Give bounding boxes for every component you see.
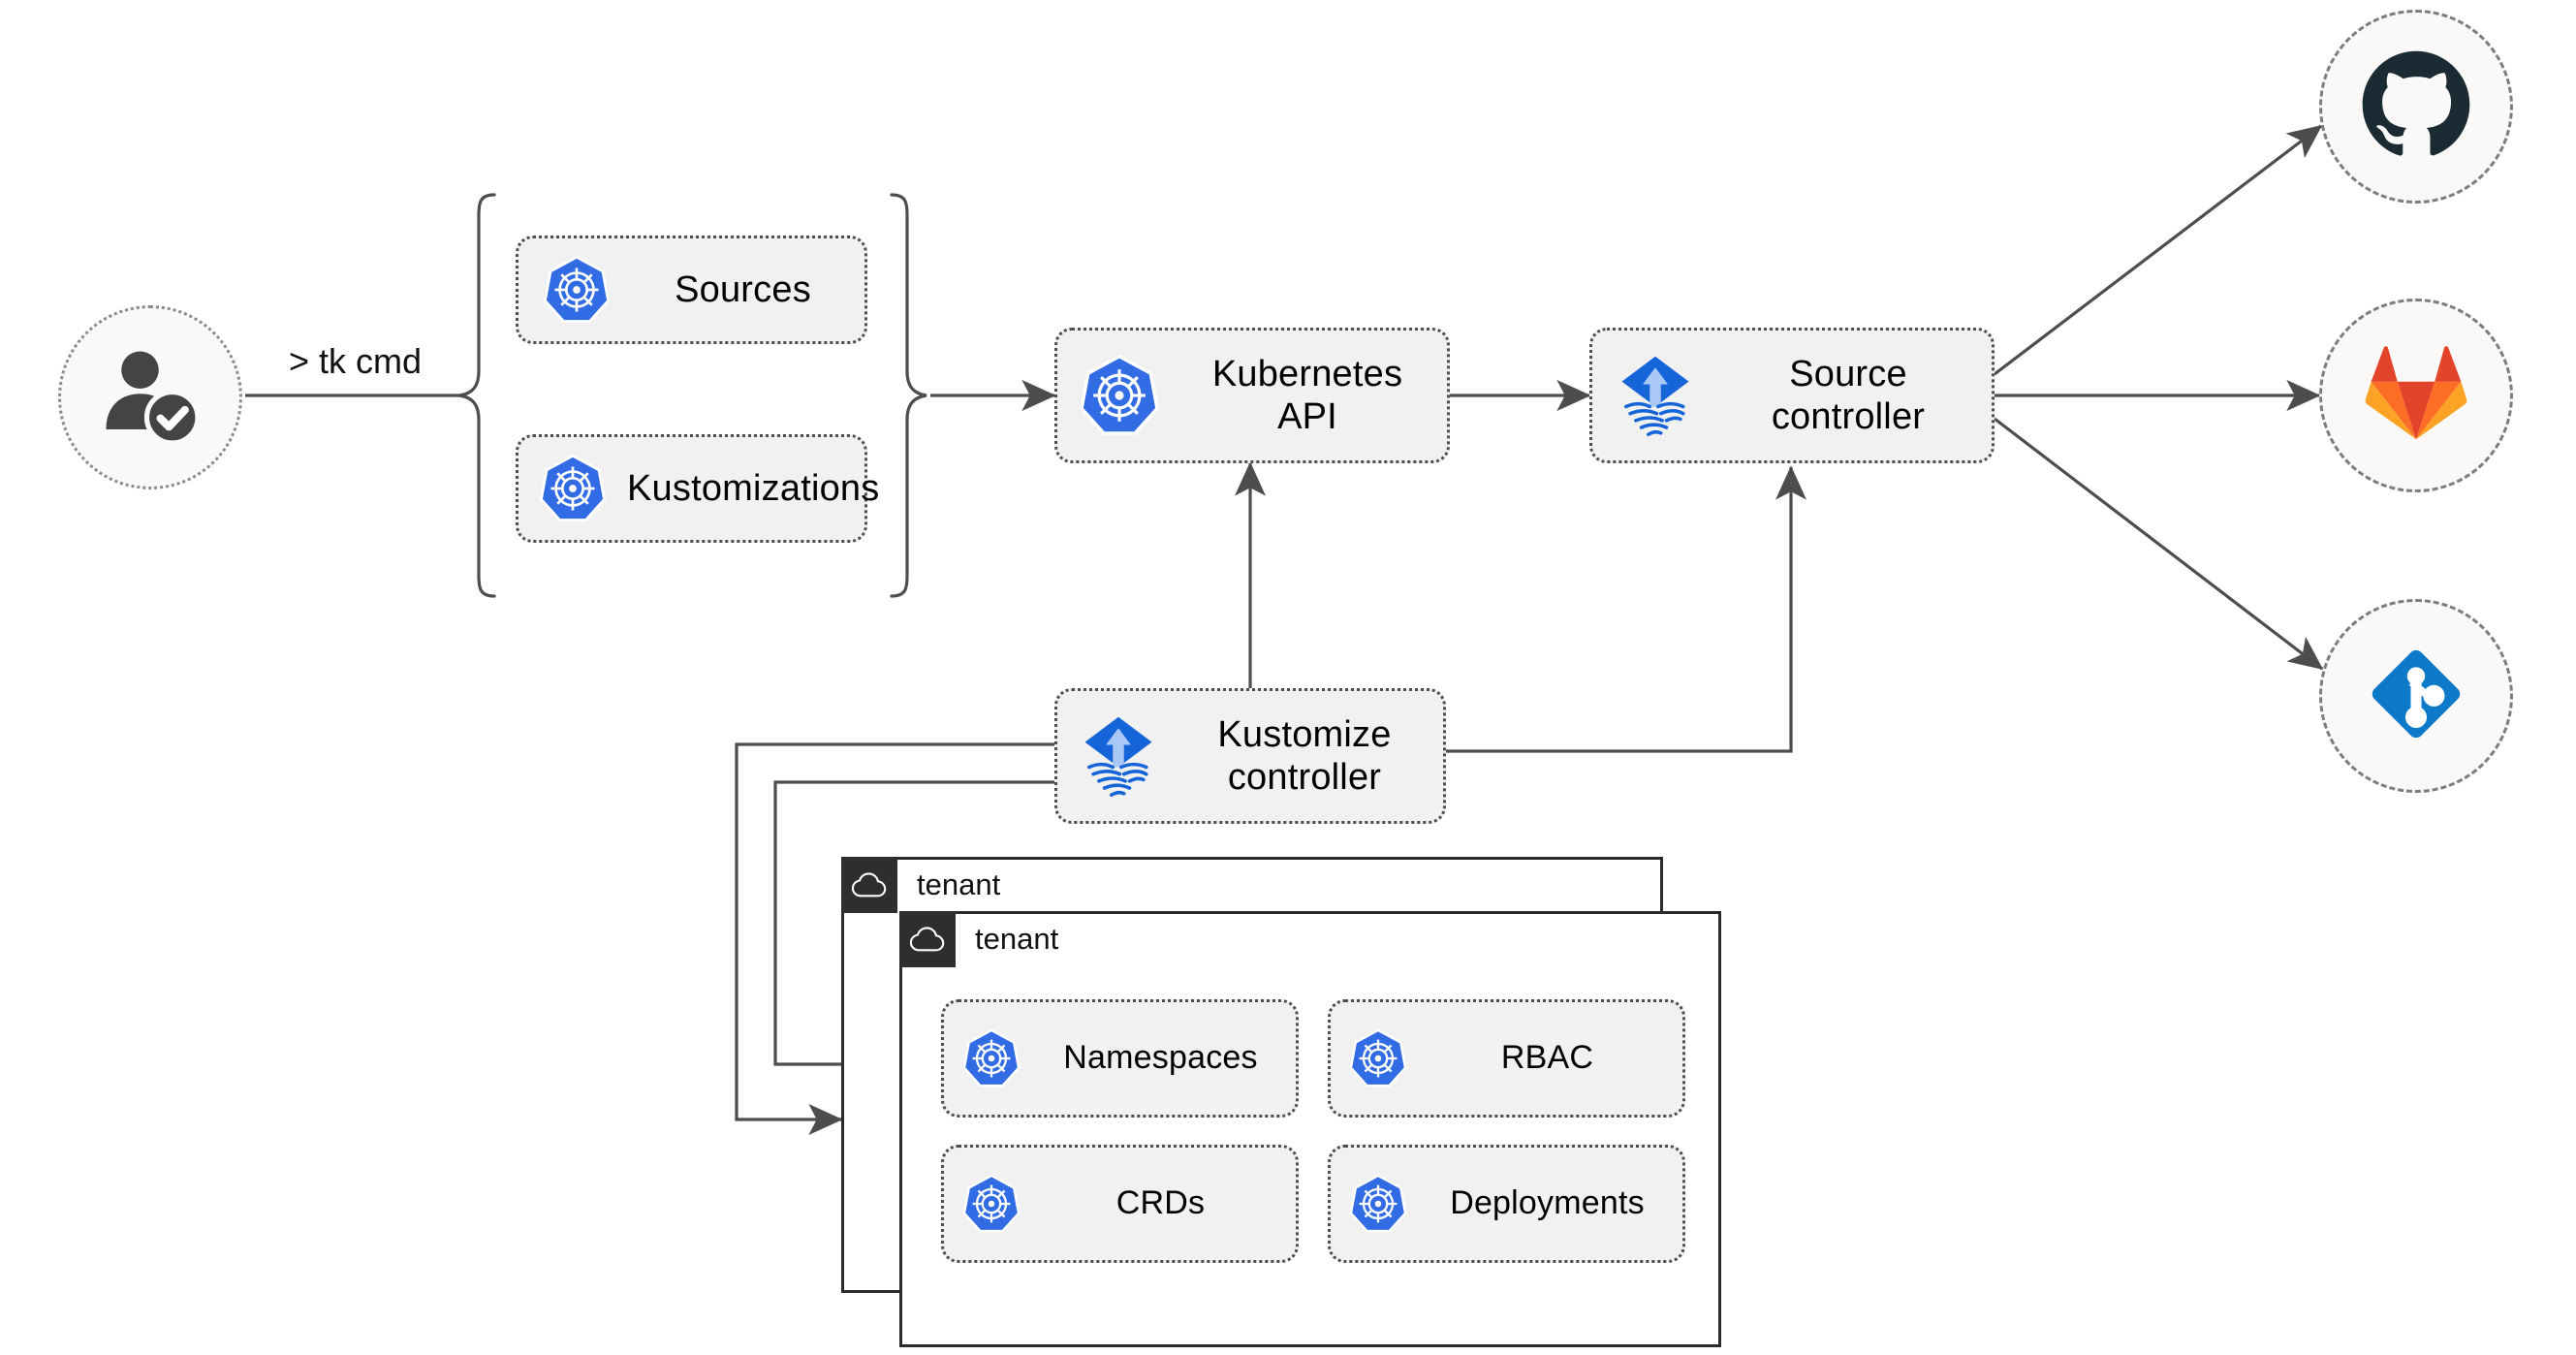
tenant-label: tenant xyxy=(975,922,1059,956)
tenant-resource-crds[interactable]: CRDs xyxy=(941,1145,1299,1263)
node-label: Source controller xyxy=(1718,353,1992,438)
node-kubernetes-api[interactable]: Kubernetes API xyxy=(1054,328,1450,463)
tenant-resource-grid: Namespaces xyxy=(941,999,1685,1263)
kubernetes-icon xyxy=(1331,1174,1426,1234)
kubernetes-icon xyxy=(1057,354,1181,437)
tenant-resource-rbac[interactable]: RBAC xyxy=(1328,999,1685,1118)
git-icon xyxy=(2359,637,2473,756)
user-check-icon xyxy=(96,341,204,455)
flux-icon xyxy=(1057,711,1179,801)
resource-label: Sources xyxy=(675,268,811,310)
wire-source-to-github xyxy=(1994,124,2323,376)
kubernetes-icon xyxy=(944,1028,1039,1088)
node-source-controller[interactable]: Source controller xyxy=(1589,328,1995,463)
cloud-icon xyxy=(841,857,897,913)
node-label-line2: controller xyxy=(1771,396,1926,437)
tenant-label: tenant xyxy=(917,867,1001,901)
tenant-resource-namespaces[interactable]: Namespaces xyxy=(941,999,1299,1118)
node-kustomize-controller[interactable]: Kustomize controller xyxy=(1054,688,1446,824)
tenant-resource-label: Namespaces xyxy=(1063,1039,1258,1077)
tenant-header: tenant xyxy=(899,911,1058,967)
tenant-header: tenant xyxy=(841,857,1000,913)
resource-card-kustomizations[interactable]: Kustomizations xyxy=(516,434,879,543)
node-label-line2: controller xyxy=(1227,757,1382,798)
flux-icon xyxy=(1592,351,1718,440)
resource-card-sources[interactable]: Sources xyxy=(516,236,867,344)
resource-group-brace-left xyxy=(456,192,496,599)
resource-group-brace-right xyxy=(890,192,930,599)
tenant-resource-label: Deployments xyxy=(1450,1184,1645,1222)
tenant-resource-label: CRDs xyxy=(1115,1184,1206,1222)
cloud-icon xyxy=(899,911,956,967)
provider-github[interactable] xyxy=(2319,10,2513,204)
actor-user[interactable] xyxy=(58,305,242,489)
node-label: Kustomize controller xyxy=(1179,713,1443,799)
node-label-line1: Kustomize xyxy=(1217,713,1392,755)
tenant-resource-label: RBAC xyxy=(1500,1039,1594,1077)
gitlab-icon xyxy=(2362,341,2470,451)
kubernetes-icon xyxy=(518,454,627,523)
command-label: > tk cmd xyxy=(289,341,423,381)
kubernetes-icon xyxy=(944,1174,1039,1234)
node-label: Kubernetes API xyxy=(1211,353,1403,437)
tenant-container-2[interactable]: tenant xyxy=(899,911,1721,1347)
kubernetes-icon xyxy=(1331,1028,1426,1088)
wire-source-to-git xyxy=(1994,417,2324,671)
github-icon xyxy=(2357,46,2475,169)
provider-git[interactable] xyxy=(2319,599,2513,793)
tenant-resource-deployments[interactable]: Deployments xyxy=(1328,1145,1685,1263)
kubernetes-icon xyxy=(518,255,635,325)
provider-gitlab[interactable] xyxy=(2319,299,2513,492)
wire-kustomize-to-source xyxy=(1446,465,1806,753)
node-label-line1: Source xyxy=(1789,353,1907,394)
resource-label: Kustomizations xyxy=(627,467,880,509)
